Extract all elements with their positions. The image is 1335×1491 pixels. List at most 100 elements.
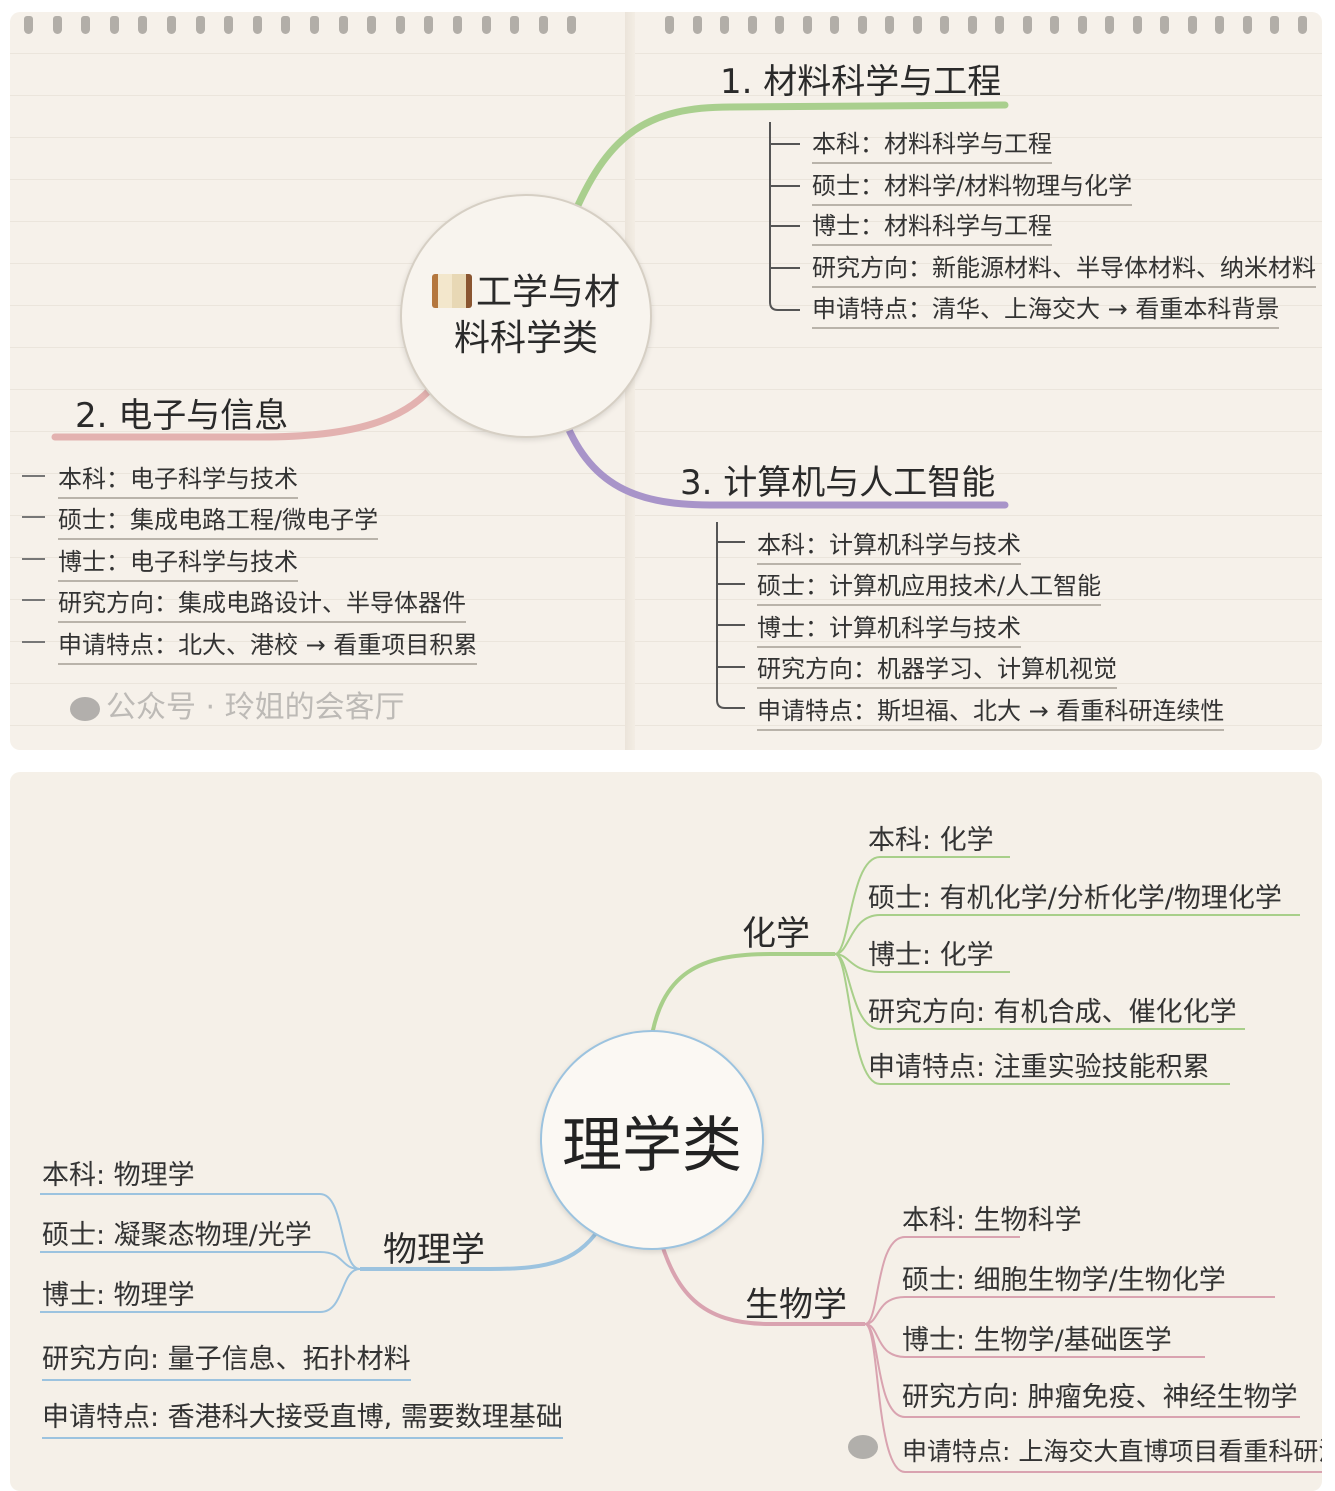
wechat-icon [848, 1434, 878, 1459]
spiral-ring [830, 16, 839, 34]
list-item: 博士：材料科学与工程 [812, 206, 1052, 246]
watermark-text: 公众号 · 玲姐的会客厅 [106, 690, 405, 725]
spiral-ring [1160, 16, 1169, 34]
spiral-ring [967, 16, 977, 34]
spiral-ring [912, 16, 922, 34]
spiral-ring [1297, 16, 1307, 34]
branch-title-computing-ai: 3. 计算机与人工智能 [680, 463, 996, 503]
wechat-icon [70, 696, 100, 721]
spiral-ring [338, 16, 348, 34]
branch-2-dashes [22, 475, 45, 643]
spiral-ring [424, 16, 434, 34]
branch-title-materials: 1. 材料科学与工程 [720, 62, 1002, 102]
spiral-ring [747, 16, 757, 34]
spiral-ring [138, 16, 148, 34]
spiral-ring [167, 16, 176, 34]
biology-sub-links [864, 1236, 1322, 1473]
center-label: 理学类 [562, 1110, 742, 1181]
list-item: 博士: 物理学 [42, 1280, 195, 1311]
list-item: 硕士：材料学/材料物理与化学 [812, 166, 1133, 206]
list-item: 申请特点: 香港科大接受直博, 需要数理基础 [42, 1395, 563, 1439]
list-item: 硕士: 凝聚态物理/光学 [42, 1220, 312, 1251]
branch-connectors [40, 856, 1322, 1473]
list-item: 申请特点: 注重实验技能积累 [868, 1052, 1210, 1083]
spiral-ring [885, 16, 894, 34]
engineering-mindmap-panel: 工学与材 料科学类 1. 材料科学与工程 本科：材料科学与工程 硕士：材料学/材… [10, 12, 1322, 750]
chemistry-curve [648, 952, 835, 1048]
branch-3-curve [556, 403, 1009, 509]
list-item: 申请特点：北大、港校 → 看重项目积累 [58, 625, 478, 665]
book-icon [431, 274, 472, 308]
list-item: 申请特点：清华、上海交大 → 看重本科背景 [812, 289, 1280, 329]
list-item: 研究方向: 有机合成、催化化学 [868, 997, 1237, 1028]
list-item: 申请特点: 上海交大直博项目看重科研潜力 [902, 1437, 1322, 1466]
list-item: 本科：材料科学与工程 [812, 124, 1052, 164]
branch-title-biology: 生物学 [745, 1285, 847, 1325]
list-item: 研究方向：机器学习、计算机视觉 [757, 649, 1117, 689]
watermark [848, 1428, 884, 1463]
branch-1-bracket [769, 122, 800, 311]
list-item: 硕士: 有机化学/分析化学/物理化学 [868, 883, 1282, 914]
list-item: 博士: 化学 [868, 940, 994, 971]
list-item: 本科：计算机科学与技术 [757, 525, 1021, 565]
chemistry-sub-links [834, 856, 1300, 1085]
spiral-ring [538, 16, 548, 34]
spiral-ring [1050, 16, 1059, 34]
spiral-ring [81, 16, 91, 34]
spiral-ring [775, 16, 784, 34]
list-item: 研究方向：新能源材料、半导体材料、纳米材料 [812, 248, 1316, 288]
spiral-ring [510, 16, 520, 34]
list-item: 本科: 化学 [868, 825, 994, 856]
branch-title-electronics: 2. 电子与信息 [75, 396, 289, 436]
spiral-ring [310, 16, 319, 34]
central-topic-engineering: 工学与材 料科学类 [400, 194, 652, 438]
spiral-ring [665, 16, 674, 34]
spiral-ring [24, 16, 33, 34]
spiral-ring [1022, 16, 1032, 34]
spiral-ring [1077, 16, 1087, 34]
branch-connectors [22, 101, 1009, 709]
spiral-ring [453, 16, 462, 34]
spiral-ring [195, 16, 205, 34]
spiral-ring [720, 16, 729, 34]
physics-sub-links [40, 1193, 361, 1313]
spiral-ring [52, 16, 62, 34]
central-topic-science: 理学类 [540, 1030, 764, 1250]
list-item: 博士：计算机科学与技术 [757, 608, 1021, 648]
branch-3-bracket [716, 522, 745, 709]
list-item: 研究方向：集成电路设计、半导体器件 [58, 583, 466, 623]
spiral-ring [1270, 16, 1279, 34]
spiral-ring [281, 16, 291, 34]
spiral-ring [567, 16, 577, 34]
notebook-lines [10, 12, 1322, 750]
watermark: 公众号 · 玲姐的会客厅 [70, 682, 405, 726]
center-label-line1: 工学与材 [475, 272, 620, 313]
list-item: 硕士: 细胞生物学/生物化学 [902, 1265, 1226, 1296]
spiral-ring [395, 16, 405, 34]
branch-title-physics: 物理学 [383, 1230, 485, 1270]
spiral-ring [224, 16, 234, 34]
spiral-ring [692, 16, 702, 34]
list-item: 研究方向: 肿瘤免疫、神经生物学 [902, 1382, 1298, 1413]
list-item: 博士: 生物学/基础医学 [902, 1325, 1172, 1356]
spiral-ring [1132, 16, 1142, 34]
spiral-ring [1215, 16, 1224, 34]
list-item: 硕士：集成电路工程/微电子学 [58, 500, 379, 540]
spiral-ring [857, 16, 867, 34]
biology-curve [656, 1231, 865, 1326]
branch-2-curve [51, 373, 444, 441]
spiral-ring [481, 16, 491, 34]
list-item: 博士：电子科学与技术 [58, 542, 298, 582]
spiral-ring [109, 16, 119, 34]
spiral-ring [1187, 16, 1197, 34]
spiral-ring [995, 16, 1004, 34]
list-item: 研究方向: 量子信息、拓扑材料 [42, 1337, 411, 1381]
spiral-ring [802, 16, 812, 34]
list-item: 本科: 物理学 [42, 1160, 195, 1191]
center-label-line2: 料科学类 [453, 318, 598, 359]
branch-title-chemistry: 化学 [742, 914, 810, 954]
spiral-ring [1242, 16, 1252, 34]
spiral-ring [1105, 16, 1114, 34]
science-mindmap-panel: 理学类 化学 本科: 化学 硕士: 有机化学/分析化学/物理化学 博士: 化学 … [10, 772, 1322, 1491]
spiral-ring [252, 16, 262, 34]
